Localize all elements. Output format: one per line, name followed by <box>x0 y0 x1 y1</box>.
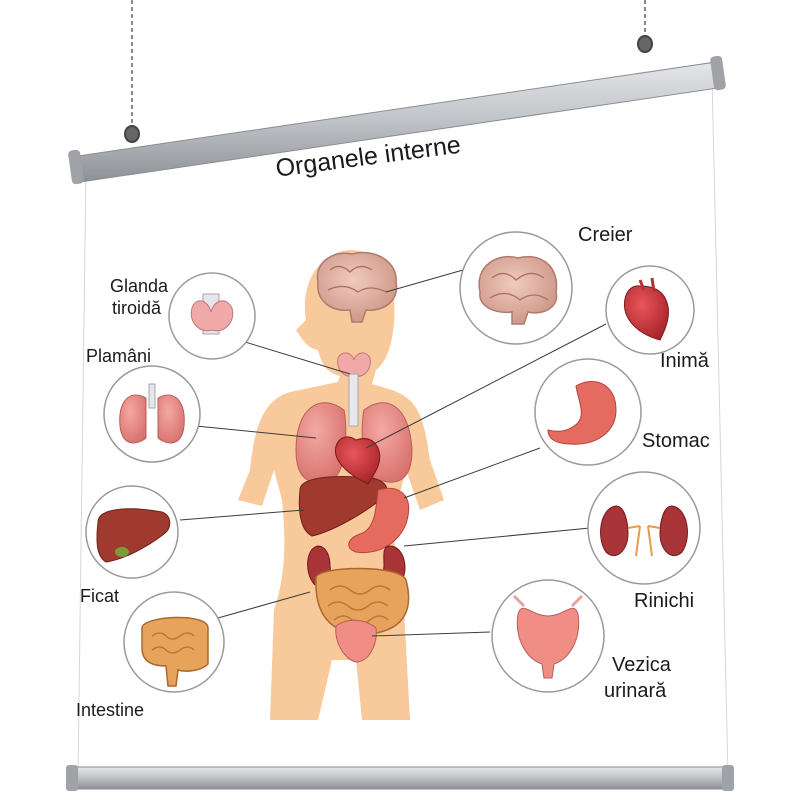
label-thyroid-line2: tiroidă <box>112 298 162 318</box>
label-stomach: Stomac <box>642 430 710 452</box>
heart-circle <box>605 265 695 355</box>
label-lungs: Plamâni <box>86 346 152 366</box>
lungs-icon <box>119 394 147 444</box>
heart-icon <box>334 436 381 485</box>
right-chain <box>637 0 653 53</box>
stomach-circle <box>534 358 642 466</box>
lungs-circle <box>103 365 201 463</box>
heart-icon <box>624 285 669 341</box>
intestine-circle <box>123 591 225 693</box>
thyroid-icon <box>190 300 234 332</box>
bladder-circle <box>491 579 605 693</box>
thyroid-icon <box>337 352 371 377</box>
liver-icon <box>96 508 171 563</box>
stomach-icon <box>547 381 617 445</box>
label-kidneys: Rinichi <box>634 590 695 612</box>
left-chain <box>124 0 140 143</box>
body-organs <box>295 251 413 663</box>
top-rail <box>68 55 726 185</box>
liver-circle <box>85 485 179 579</box>
organ-circles <box>85 231 701 693</box>
leader-lines <box>179 267 607 637</box>
label-bladder-line2: urinară <box>604 680 667 702</box>
label-thyroid-line1: Glanda <box>110 276 169 296</box>
bottom-rail <box>66 765 734 791</box>
brain-circle <box>459 231 573 345</box>
label-liver: Ficat <box>80 586 120 606</box>
bladder-icon <box>335 619 377 663</box>
label-heart: Inimă <box>660 350 709 372</box>
thyroid-circle <box>168 272 256 360</box>
stomach-icon <box>348 487 410 554</box>
label-intestine: Intestine <box>76 700 145 720</box>
kidneys-icon <box>600 505 688 557</box>
label-brain: Creier <box>578 224 633 246</box>
label-bladder-line1: Vezica <box>612 654 671 676</box>
kidneys-circle <box>587 471 701 585</box>
brain-icon <box>316 251 398 323</box>
bladder-icon <box>516 607 580 679</box>
